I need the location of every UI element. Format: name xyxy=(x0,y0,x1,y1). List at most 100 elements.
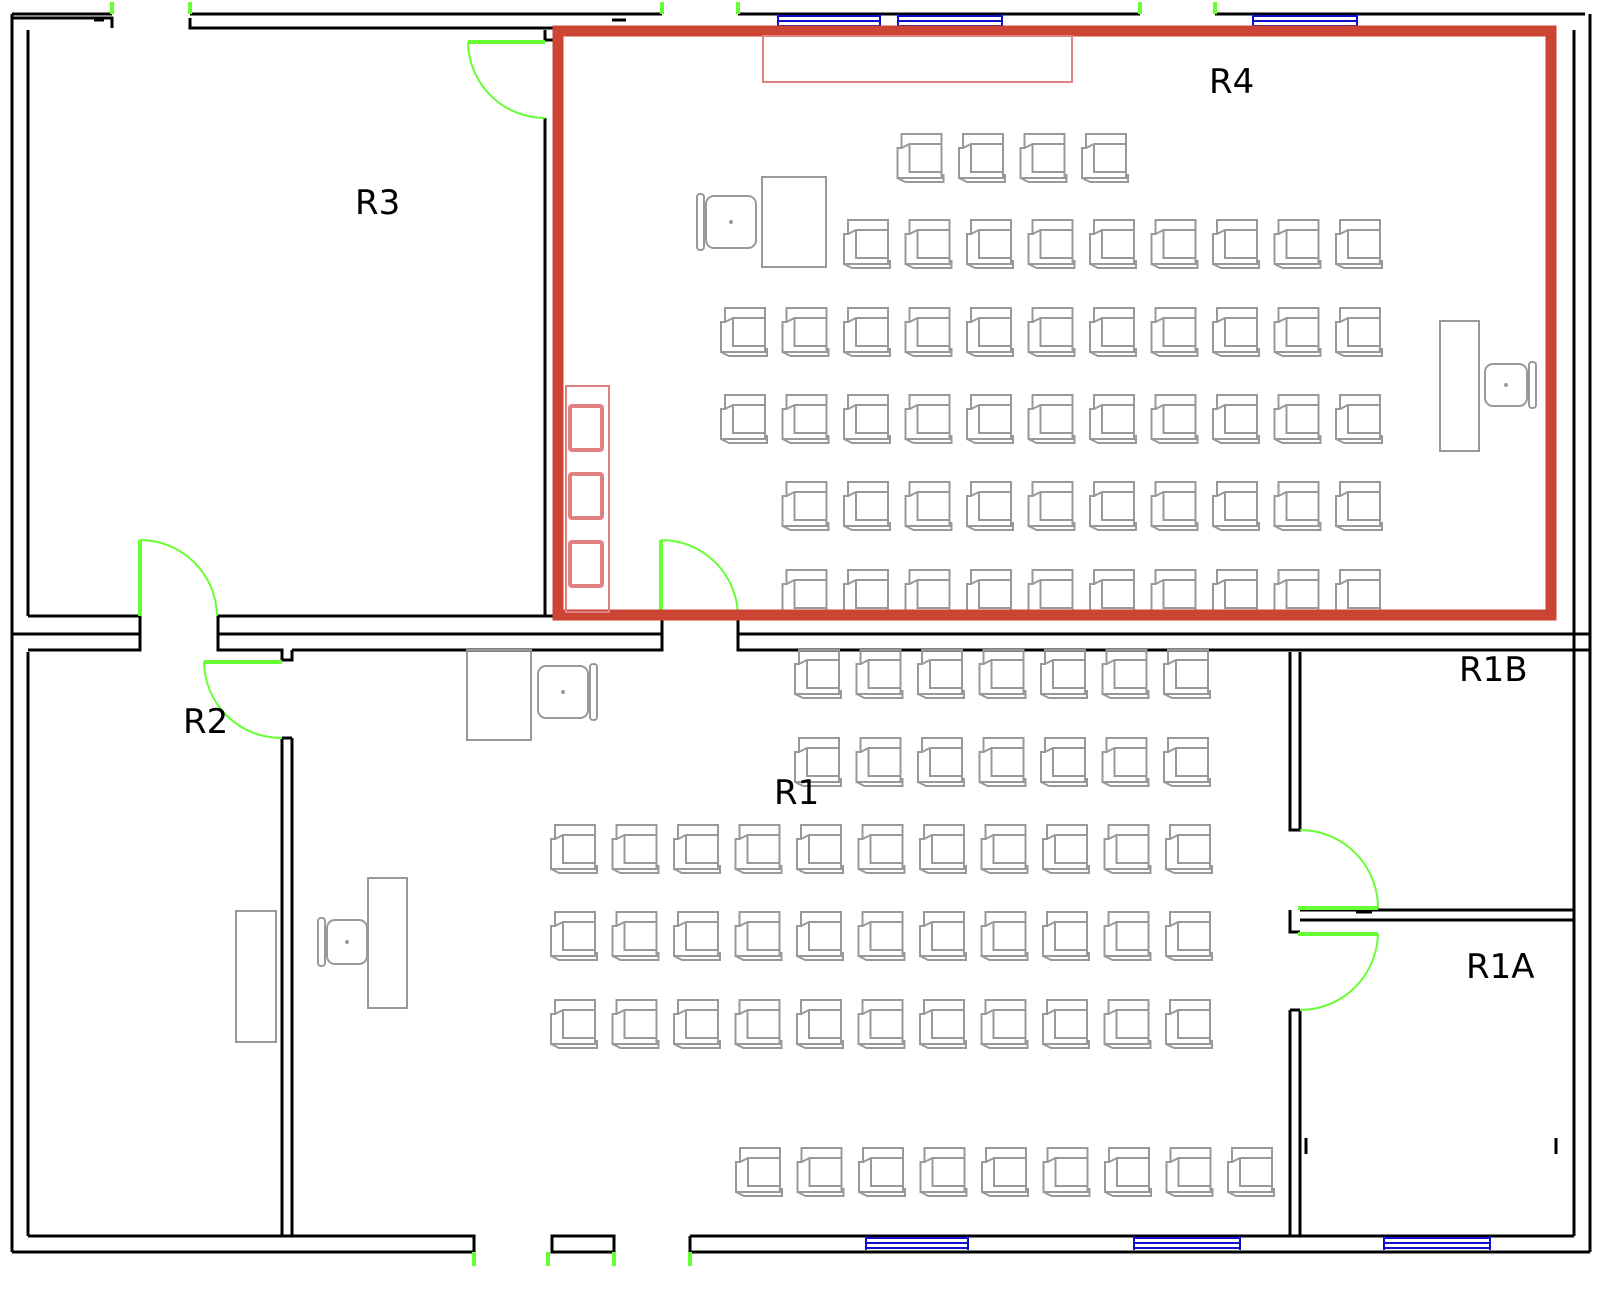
seat-icon xyxy=(1150,219,1199,269)
seat-icon xyxy=(1273,481,1322,531)
seat-icon xyxy=(673,999,721,1049)
seat-icon xyxy=(1165,1147,1214,1197)
seat-icon xyxy=(1081,133,1129,183)
seat-icon xyxy=(855,737,904,787)
seat-icon xyxy=(796,911,844,961)
seating-groups xyxy=(550,133,1383,1197)
room-label-r3[interactable]: R3 xyxy=(355,183,400,223)
seat-icon xyxy=(720,394,768,444)
seat-icon xyxy=(611,824,660,874)
seat-icon xyxy=(857,911,906,961)
seat-icon xyxy=(673,824,721,874)
seat-icon xyxy=(1163,649,1211,699)
seat-icon xyxy=(919,911,967,961)
seat-icon xyxy=(966,481,1014,531)
door-swing-icon[interactable] xyxy=(1298,829,1379,910)
seat-icon xyxy=(794,737,842,787)
door-swing-icon[interactable] xyxy=(467,40,546,119)
seat-icon xyxy=(1165,999,1213,1049)
seat-icon xyxy=(858,1147,906,1197)
room-label-r1b[interactable]: R1B xyxy=(1459,650,1528,690)
seat-icon xyxy=(978,737,1027,787)
room-label-r1a[interactable]: R1A xyxy=(1466,947,1535,987)
seat-icon xyxy=(1027,481,1076,531)
seat-icon xyxy=(794,649,842,699)
chair-icon xyxy=(317,917,368,967)
room-label-r4[interactable]: R4 xyxy=(1209,62,1254,102)
seat-icon xyxy=(1042,1147,1091,1197)
seat-icon xyxy=(720,307,768,357)
seat-icon xyxy=(1089,219,1137,269)
whiteboard xyxy=(762,35,1073,83)
seat-icon xyxy=(1165,911,1213,961)
storage-bin xyxy=(568,472,604,520)
seat-icon xyxy=(917,649,965,699)
seat-icon xyxy=(978,649,1027,699)
door-swing-icon[interactable] xyxy=(203,660,283,740)
seat-icon xyxy=(980,824,1029,874)
seat-icon xyxy=(1165,824,1213,874)
seat-icon xyxy=(1101,737,1150,787)
chair-icon xyxy=(537,663,598,721)
seat-icon xyxy=(980,911,1029,961)
desk-icon xyxy=(1439,320,1480,452)
seat-icon xyxy=(1103,911,1152,961)
seat-icon xyxy=(1163,737,1211,787)
storage-bin xyxy=(568,404,604,452)
seat-icon xyxy=(919,824,967,874)
seat-icon xyxy=(1040,737,1088,787)
seat-icon xyxy=(796,824,844,874)
seat-icon xyxy=(966,219,1014,269)
room-label-r1[interactable]: R1 xyxy=(774,773,819,813)
seat-icon xyxy=(857,824,906,874)
seat-icon xyxy=(550,911,598,961)
seat-icon xyxy=(919,999,967,1049)
seat-icon xyxy=(1042,824,1090,874)
seat-icon xyxy=(1042,911,1090,961)
seat-icon xyxy=(611,911,660,961)
seat-icon xyxy=(1019,133,1068,183)
room-label-r2[interactable]: R2 xyxy=(183,702,228,742)
highlighted-room-r4[interactable] xyxy=(552,25,1557,621)
seat-icon xyxy=(1150,307,1199,357)
desk-icon xyxy=(466,649,532,741)
seat-icon xyxy=(896,133,945,183)
shelf-unit xyxy=(565,385,610,613)
seat-icon xyxy=(1212,481,1260,531)
seat-icon xyxy=(1212,394,1260,444)
desk-icon xyxy=(235,910,277,1043)
window-icon xyxy=(865,1236,969,1250)
seat-icon xyxy=(1227,1147,1275,1197)
seat-icon xyxy=(843,219,891,269)
seat-icon xyxy=(673,911,721,961)
seat-icon xyxy=(1103,999,1152,1049)
seat-icon xyxy=(958,133,1006,183)
room-labels: R3 R4 R2 R1 R1B R1A xyxy=(183,62,1535,987)
seat-icon xyxy=(611,999,660,1049)
seat-icon xyxy=(1042,999,1090,1049)
seat-icon xyxy=(1027,219,1076,269)
seat-icon xyxy=(796,1147,845,1197)
seat-icon xyxy=(1150,481,1199,531)
seat-icon xyxy=(857,999,906,1049)
seat-icon xyxy=(1212,219,1260,269)
seat-icon xyxy=(781,394,830,444)
door-swing-icon[interactable] xyxy=(659,539,739,617)
storage-bin xyxy=(568,540,604,588)
seat-icon xyxy=(734,911,783,961)
door-swing-icon[interactable] xyxy=(1298,932,1379,1011)
doors xyxy=(110,2,1379,1266)
room-r4-highlight[interactable] xyxy=(552,25,1557,621)
window-icon xyxy=(1133,1236,1241,1250)
seat-icon xyxy=(1273,394,1322,444)
seat-icon xyxy=(981,1147,1029,1197)
seat-icon xyxy=(1335,219,1383,269)
desks-and-chairs xyxy=(235,176,1537,1043)
door-swing-icon[interactable] xyxy=(138,539,218,617)
seat-icon xyxy=(980,999,1029,1049)
seat-icon xyxy=(966,394,1014,444)
seat-icon xyxy=(904,394,953,444)
seat-icon xyxy=(1273,219,1322,269)
seat-icon xyxy=(919,1147,968,1197)
